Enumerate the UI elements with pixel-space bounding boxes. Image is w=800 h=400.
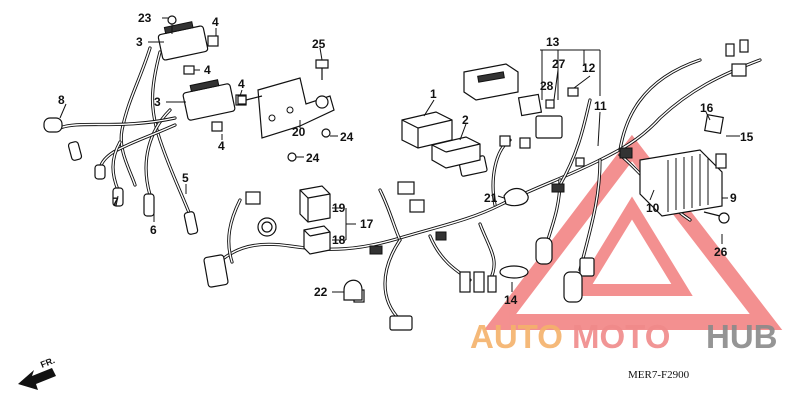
diagram-code: MER7-F2900 <box>628 369 690 381</box>
callout-3: 3 <box>154 95 161 109</box>
callout-17: 17 <box>360 217 374 231</box>
harness-band-22 <box>343 279 363 301</box>
callout-26: 26 <box>714 245 728 259</box>
spark-plug-leads <box>43 46 199 235</box>
callout-19: 19 <box>332 201 346 215</box>
harness-band-14 <box>499 265 529 279</box>
coil-bracket <box>245 59 335 139</box>
callout-22: 22 <box>314 285 328 299</box>
callout-25: 25 <box>312 37 326 51</box>
watermark-part-auto: AUTO <box>470 318 563 355</box>
regulator-rectifier <box>639 114 727 217</box>
callout-2: 2 <box>462 113 469 127</box>
watermark-text: AUTO MOTO HUB <box>470 318 778 355</box>
callout-16: 16 <box>700 101 714 115</box>
front-direction-arrow <box>18 368 56 390</box>
callout-1: 1 <box>430 87 437 101</box>
callout-8: 8 <box>58 93 65 107</box>
callout-12: 12 <box>582 61 596 75</box>
callout-23: 23 <box>138 11 152 25</box>
ignition-coil-upper <box>157 15 219 75</box>
callout-5: 5 <box>182 171 189 185</box>
callout-28: 28 <box>540 79 554 93</box>
callout-4: 4 <box>238 77 245 91</box>
callout-21: 21 <box>484 191 498 205</box>
callout-11: 11 <box>594 99 607 113</box>
callout-labels: 23 4 3 4 25 4 3 20 24 24 4 8 7 6 5 1 2 1… <box>58 11 754 307</box>
relay-19 <box>299 185 331 223</box>
callout-13: 13 <box>546 35 560 49</box>
callout-27: 27 <box>552 57 566 71</box>
callout-4: 4 <box>218 139 225 153</box>
callout-6: 6 <box>150 223 157 237</box>
watermark-part-hub: HUB <box>706 318 778 355</box>
harness-band-21 <box>503 187 529 207</box>
callout-3: 3 <box>136 35 143 49</box>
watermark-part-moto: MOTO <box>572 318 670 355</box>
callout-20: 20 <box>292 125 306 139</box>
harness-connectors <box>203 39 749 331</box>
leader-lines <box>59 17 740 293</box>
relay-18 <box>303 225 331 255</box>
bolt-26 <box>703 211 730 224</box>
sensor-units <box>535 237 583 303</box>
main-wire-harness <box>208 58 762 322</box>
callout-24: 24 <box>340 130 354 144</box>
callout-14: 14 <box>504 293 518 307</box>
callout-24: 24 <box>306 151 320 165</box>
watermark-logo <box>483 134 783 330</box>
front-direction-label: FR. <box>39 355 56 370</box>
callout-7: 7 <box>112 195 119 209</box>
callout-9: 9 <box>730 191 737 205</box>
callout-4: 4 <box>204 63 211 77</box>
callout-15: 15 <box>740 130 754 144</box>
fuse-box <box>463 63 579 139</box>
ignition-coil-lower <box>182 79 247 132</box>
callout-10: 10 <box>646 201 660 215</box>
callout-4: 4 <box>212 15 219 29</box>
callout-18: 18 <box>332 233 346 247</box>
module-2 <box>431 136 481 169</box>
